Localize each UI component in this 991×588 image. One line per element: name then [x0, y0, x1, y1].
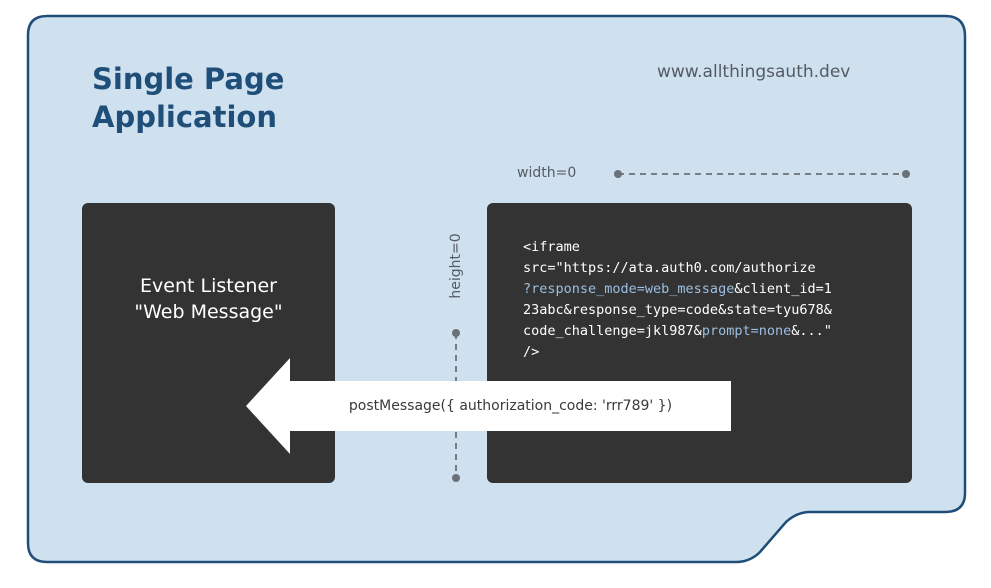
code-line-6: />	[523, 344, 540, 360]
post-message-label: postMessage({ authorization_code: 'rrr78…	[348, 398, 673, 414]
iframe-code: <iframe src="https://ata.auth0.com/author…	[523, 237, 832, 363]
left-arrow-icon	[246, 358, 731, 454]
width-label: width=0	[517, 165, 577, 181]
page-title: Single Page Application	[92, 60, 284, 136]
code-line-2: src="https://ata.auth0.com/authorize	[523, 260, 816, 276]
code-challenge: code_challenge=jkl987&	[523, 323, 702, 339]
code-line-3: ?response_mode=web_message&client_id=1	[523, 279, 832, 300]
code-line-5: code_challenge=jkl987&prompt=none&..."	[523, 321, 832, 342]
event-listener-label: Event Listener "Web Message"	[82, 273, 335, 325]
code-rest: &..."	[791, 323, 832, 339]
code-response-mode: ?response_mode=web_message	[523, 281, 735, 297]
listener-line-2: "Web Message"	[134, 301, 283, 323]
site-url: www.allthingsauth.dev	[657, 62, 851, 82]
title-line-1: Single Page	[92, 62, 285, 96]
width-dimension-line	[614, 170, 910, 178]
height-dimension-line	[452, 329, 460, 482]
code-prompt: prompt=none	[701, 323, 792, 339]
code-line-1: <iframe	[523, 239, 580, 255]
code-client-id: &client_id=1	[734, 281, 832, 297]
title-line-2: Application	[92, 100, 277, 134]
event-listener-box: Event Listener "Web Message"	[82, 203, 335, 483]
code-line-4: 23abc&response_type=code&state=tyu678&	[523, 302, 832, 318]
listener-line-1: Event Listener	[140, 275, 277, 297]
iframe-box: <iframe src="https://ata.auth0.com/author…	[487, 203, 912, 483]
